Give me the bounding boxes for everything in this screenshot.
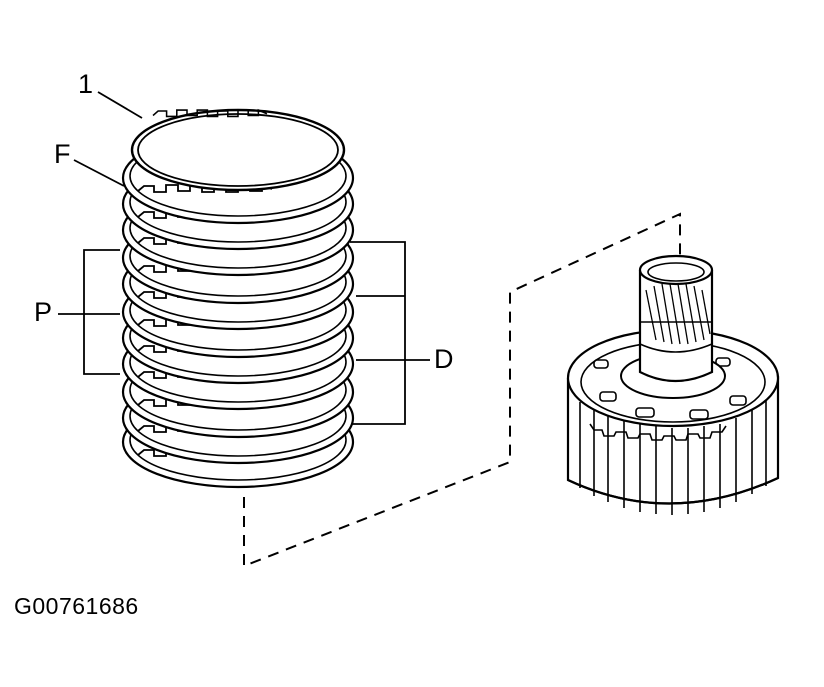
snap-ring <box>130 108 346 192</box>
callout-p: P <box>34 297 53 327</box>
bracket-p <box>83 249 120 375</box>
figure-id: G00761686 <box>14 593 139 619</box>
assembly-path-dashed <box>243 212 681 568</box>
callout-d: D <box>434 344 454 374</box>
clutch-plate-stack <box>121 108 355 489</box>
callout-1: 1 <box>78 69 94 99</box>
callout-f: F <box>54 139 71 169</box>
leader-lines <box>58 91 430 425</box>
leader-f <box>73 159 125 187</box>
leader-1 <box>97 91 143 119</box>
bracket-d <box>350 241 406 425</box>
clutch-hub <box>566 254 780 515</box>
